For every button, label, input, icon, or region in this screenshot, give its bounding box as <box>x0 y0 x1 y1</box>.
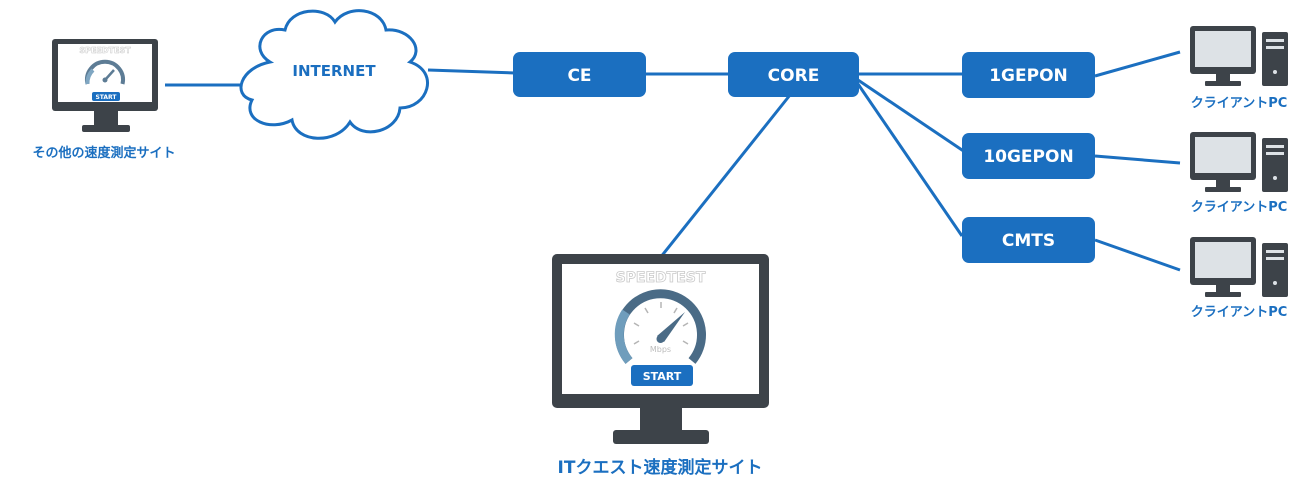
gauge-unit-label: Mbps <box>650 345 671 354</box>
core-box <box>728 52 859 97</box>
internet-cloud: INTERNET <box>239 9 429 140</box>
client-pc-2: クライアントPC <box>1190 132 1288 215</box>
cloud-icon <box>239 9 429 140</box>
small-speedtest-brand: SPEEDTEST <box>79 46 131 55</box>
other-site-caption: その他の速度測定サイト <box>32 145 175 161</box>
desktop-pc-icon <box>1190 132 1288 192</box>
start-button-label: START <box>643 370 682 383</box>
itquest-site-monitor: SPEEDTEST Mbps START <box>552 254 769 444</box>
speedometer-icon <box>614 289 706 364</box>
10gepon-label: 10GEPON <box>983 147 1073 167</box>
desktop-pc-icon <box>1190 237 1288 297</box>
itquest-site-caption: ITクエスト速度測定サイト <box>558 457 763 478</box>
link-core-itquest-site <box>658 94 792 259</box>
speedtest-brand: SPEEDTEST <box>616 270 706 286</box>
ce-label: CE <box>567 66 591 86</box>
client-pc-2-caption: クライアントPC <box>1191 200 1288 215</box>
link-core-cmts <box>856 83 964 237</box>
link-10gepon-client-pc-2 <box>1094 154 1181 165</box>
client-pc-3-caption: クライアントPC <box>1191 305 1288 320</box>
ce-box <box>513 52 646 97</box>
link-core-10gepon <box>857 78 966 154</box>
links <box>165 50 1181 272</box>
cmts-box <box>962 217 1095 263</box>
client-pc-1: クライアントPC <box>1190 26 1288 111</box>
node-1gepon: 1GEPON <box>962 52 1095 98</box>
1gepon-label: 1GEPON <box>989 66 1068 86</box>
internet-label: INTERNET <box>292 62 376 80</box>
core-label: CORE <box>768 66 820 86</box>
speedometer-icon <box>85 59 125 85</box>
small-start-button <box>92 92 120 101</box>
1gepon-box <box>962 52 1095 98</box>
link-internet-ce <box>427 68 516 75</box>
node-10gepon: 10GEPON <box>962 133 1095 179</box>
link-1gepon-client-pc-1 <box>1094 50 1181 78</box>
desktop-pc-icon <box>1190 26 1288 86</box>
cmts-label: CMTS <box>1002 231 1055 251</box>
start-button <box>631 365 693 386</box>
other-site-monitor: SPEEDTEST START <box>52 39 158 132</box>
link-cmts-client-pc-3 <box>1094 238 1181 272</box>
small-start-label: START <box>95 94 117 101</box>
10gepon-box <box>962 133 1095 179</box>
client-pc-1-caption: クライアントPC <box>1191 96 1288 111</box>
node-core: CORE <box>728 52 859 97</box>
client-pc-3: クライアントPC <box>1190 237 1288 320</box>
node-cmts: CMTS <box>962 217 1095 263</box>
node-ce: CE <box>513 52 646 97</box>
